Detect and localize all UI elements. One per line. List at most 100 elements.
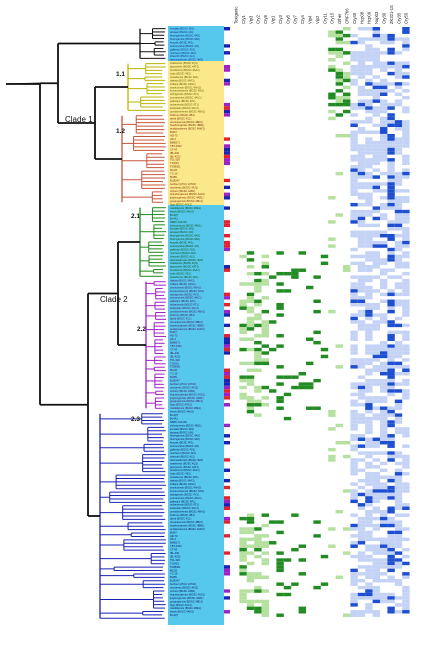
matrix-cell	[394, 365, 403, 369]
taxon-label: CT-43	[170, 147, 178, 151]
taxon-label: alesti (BGSC 4C1)	[170, 316, 191, 320]
group-color-cell	[224, 385, 230, 390]
taxon-label: japonensis (BGSC 4AT1)	[169, 65, 199, 69]
matrix-cell	[394, 64, 403, 69]
matrix-cell	[343, 133, 351, 138]
taxon-label: monterrey (BGSC 4AJ1)	[170, 586, 198, 590]
matrix-cell	[372, 565, 380, 569]
matrix-cell	[261, 541, 269, 545]
matrix-cell	[276, 551, 284, 555]
matrix-cell	[357, 285, 366, 290]
group-color-cell	[224, 61, 230, 65]
matrix-cell	[239, 323, 247, 328]
taxon-label: colmeri (BGSC 4AB1)	[170, 189, 195, 193]
matrix-cell	[246, 327, 255, 331]
matrix-cell	[387, 413, 395, 417]
matrix-cell	[343, 268, 351, 272]
matrix-cell	[402, 344, 410, 348]
matrix-cell	[402, 230, 410, 234]
taxon-label: galleriae (BGSC 4G1)	[170, 47, 195, 51]
matrix-cell	[276, 365, 284, 369]
matrix-cell	[246, 271, 255, 276]
taxon-label: tolworthi (BGSC 4L1)	[170, 54, 195, 58]
matrix-cell	[306, 285, 314, 290]
highlight-band-clade-2	[168, 205, 224, 625]
group-color-cell	[224, 365, 230, 369]
matrix-cell	[380, 427, 388, 431]
matrix-cell	[239, 306, 247, 310]
matrix-cell	[365, 530, 373, 535]
matrix-cell	[239, 596, 247, 600]
matrix-cell	[343, 78, 351, 83]
matrix-cell	[372, 365, 380, 369]
matrix-cell	[357, 309, 366, 314]
matrix-cell	[394, 330, 403, 335]
group-color-cell	[224, 430, 230, 435]
matrix-cell	[394, 303, 403, 307]
matrix-cell	[380, 344, 388, 348]
matrix-cell	[276, 399, 284, 404]
matrix-column-header: Cry15	[330, 12, 335, 24]
matrix-cell	[380, 137, 388, 141]
matrix-cell	[387, 565, 395, 569]
matrix-cell	[394, 503, 403, 507]
matrix-cell	[402, 96, 410, 100]
matrix-cell	[402, 251, 410, 255]
matrix-cell	[380, 354, 388, 359]
matrix-cell	[350, 168, 358, 172]
matrix-cell	[372, 158, 380, 162]
group-color-cell	[224, 78, 230, 83]
matrix-cell	[402, 234, 410, 238]
matrix-cell	[335, 54, 343, 59]
matrix-cell	[343, 40, 351, 45]
matrix-cell	[350, 54, 358, 59]
matrix-cell	[328, 220, 336, 224]
matrix-cell	[276, 382, 284, 386]
matrix-cell	[365, 430, 373, 435]
matrix-cell	[357, 523, 366, 528]
matrix-cell	[335, 96, 343, 100]
matrix-cell	[246, 382, 255, 386]
matrix-column-header: Vip1	[271, 15, 276, 24]
matrix-cell	[402, 303, 410, 307]
group-color-cell	[224, 58, 230, 62]
matrix-cell	[365, 196, 373, 200]
taxon-label: BMB171	[170, 140, 181, 144]
matrix-cell	[269, 320, 277, 324]
matrix-cell	[254, 347, 262, 352]
matrix-cell	[254, 385, 262, 390]
matrix-column-header: Cry55	[404, 12, 409, 24]
matrix-cell	[276, 406, 284, 410]
matrix-cell	[350, 472, 358, 476]
matrix-cell	[291, 268, 299, 272]
matrix-cell	[365, 516, 373, 521]
taxon-label: morrisoni (BGSC 4K1)	[170, 451, 196, 455]
matrix-cell	[357, 154, 366, 159]
matrix-cell	[387, 541, 395, 545]
matrix-cell	[372, 475, 380, 479]
group-color-cell	[224, 40, 230, 45]
matrix-cell	[394, 275, 403, 279]
matrix-cell	[328, 47, 336, 52]
matrix-cell	[387, 171, 395, 176]
matrix-cell	[372, 592, 380, 597]
matrix-cell	[254, 399, 262, 404]
group-color-cell	[224, 378, 230, 383]
matrix-cell	[357, 92, 366, 96]
matrix-cell	[357, 171, 366, 176]
matrix-cell	[372, 106, 380, 110]
matrix-cell	[394, 413, 403, 417]
matrix-cell	[320, 554, 329, 559]
group-color-cell	[224, 96, 230, 100]
matrix-cell	[357, 265, 366, 269]
matrix-cell	[246, 306, 255, 310]
group-color-cell	[224, 123, 230, 128]
taxon-label: sotto (BGSC 4E1)	[170, 472, 191, 476]
matrix-cell	[387, 123, 395, 128]
matrix-cell	[335, 99, 343, 103]
matrix-cell	[365, 68, 373, 72]
taxon-label: YBT-1520	[170, 144, 182, 148]
matrix-cell	[357, 516, 366, 521]
matrix-cell	[357, 503, 366, 507]
matrix-cell	[365, 420, 373, 424]
